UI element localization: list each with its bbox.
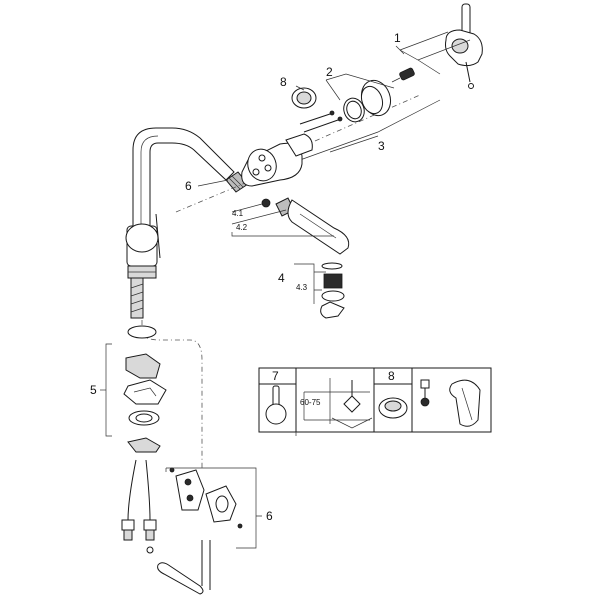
label-6-bottom: 6 <box>266 509 273 523</box>
faucet-body <box>125 127 235 279</box>
label-4-1: 4.1 <box>232 209 244 218</box>
label-8-box: 8 <box>388 369 395 383</box>
spray-head-part-4 <box>261 197 350 255</box>
guide-bracket-part-6 <box>165 467 262 549</box>
label-6-top: 6 <box>185 179 192 193</box>
lever-handle-part-1 <box>445 3 483 89</box>
leader-bracket-3 <box>299 99 441 161</box>
leader-6-top <box>197 179 229 187</box>
set-screw <box>391 67 415 83</box>
axis-line-cartridge <box>259 94 421 166</box>
info-box <box>258 367 492 433</box>
label-8-top: 8 <box>280 75 287 89</box>
aerator-stack <box>320 262 345 319</box>
mounting-set-part-5 <box>100 325 167 453</box>
label-4-3: 4.3 <box>296 283 308 292</box>
label-1: 1 <box>394 31 401 45</box>
dimension-label: 60-75 <box>300 398 321 407</box>
cap-part-8 <box>291 85 317 109</box>
mount-dimension-sketch <box>303 378 373 429</box>
supply-hoses <box>130 277 144 319</box>
flex-hoses <box>121 459 211 595</box>
label-4: 4 <box>278 271 285 285</box>
label-7: 7 <box>272 369 279 383</box>
label-4-2: 4.2 <box>236 223 248 232</box>
cap-box-part-8 <box>378 397 408 419</box>
leader-bracket-1 <box>395 31 471 75</box>
temperature-limiter-panel <box>420 379 481 427</box>
lever-part-7 <box>265 385 287 425</box>
label-5: 5 <box>90 383 97 397</box>
label-2: 2 <box>326 65 333 79</box>
label-3: 3 <box>378 139 385 153</box>
leader-bracket-4 <box>231 203 334 304</box>
cartridge-part-3 <box>241 110 343 187</box>
sleeve-ring-part-2 <box>325 73 395 123</box>
